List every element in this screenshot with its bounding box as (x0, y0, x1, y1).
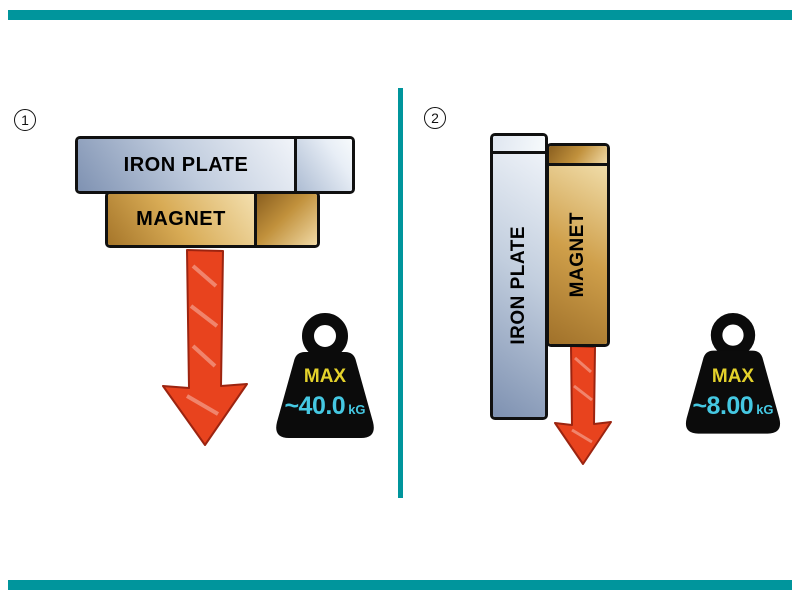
weight-icon: MAX ~40.0 kG (268, 312, 382, 447)
panel-number-badge: 1 (14, 109, 36, 131)
max-value: ~8.00 (692, 392, 754, 420)
max-unit: kG (756, 402, 774, 417)
panel-divider (398, 88, 403, 498)
iron-plate-end-face (294, 139, 352, 191)
iron-plate-end-face (493, 136, 545, 154)
magnet: MAGNET (546, 143, 610, 347)
magnet-label: MAGNET (567, 212, 588, 298)
panel-shear-contact: 2 IRON PLATE MAGNET MAX ~8.00 (400, 0, 800, 600)
iron-plate-label: IRON PLATE (123, 153, 249, 176)
magnet-face: MAGNET (549, 166, 607, 344)
panel-number-badge: 2 (424, 107, 446, 129)
weight-shape (685, 312, 781, 434)
panel-number: 1 (21, 112, 29, 128)
panel-number: 2 (431, 110, 439, 126)
magnet-end-face (254, 194, 317, 245)
panel-flat-contact: 1 IRON PLATE MAGNET MAX ~40.0 (14, 109, 382, 447)
weight-shape (276, 313, 374, 438)
down-arrow-icon (554, 345, 612, 465)
magnet-end-face (549, 146, 607, 166)
magnet: MAGNET (105, 191, 320, 248)
max-value: ~40.0 (284, 392, 346, 420)
weight-icon: MAX ~8.00 kG (678, 312, 788, 447)
max-unit: kG (348, 402, 366, 417)
iron-plate-face: IRON PLATE (493, 154, 545, 417)
down-arrow-icon (162, 249, 248, 446)
bottom-divider-bar (8, 580, 792, 590)
top-divider-bar (8, 10, 792, 20)
max-value-row: ~8.00 kG (678, 392, 788, 421)
iron-plate: IRON PLATE (490, 133, 548, 420)
iron-plate-face: IRON PLATE (78, 139, 294, 191)
max-label: MAX (303, 366, 347, 387)
magnet-face: MAGNET (108, 194, 254, 245)
iron-plate-label: IRON PLATE (508, 226, 529, 345)
max-value-row: ~40.0 kG (268, 392, 382, 421)
iron-plate: IRON PLATE (75, 136, 355, 194)
max-label: MAX (711, 366, 755, 387)
magnet-label: MAGNET (136, 208, 226, 230)
